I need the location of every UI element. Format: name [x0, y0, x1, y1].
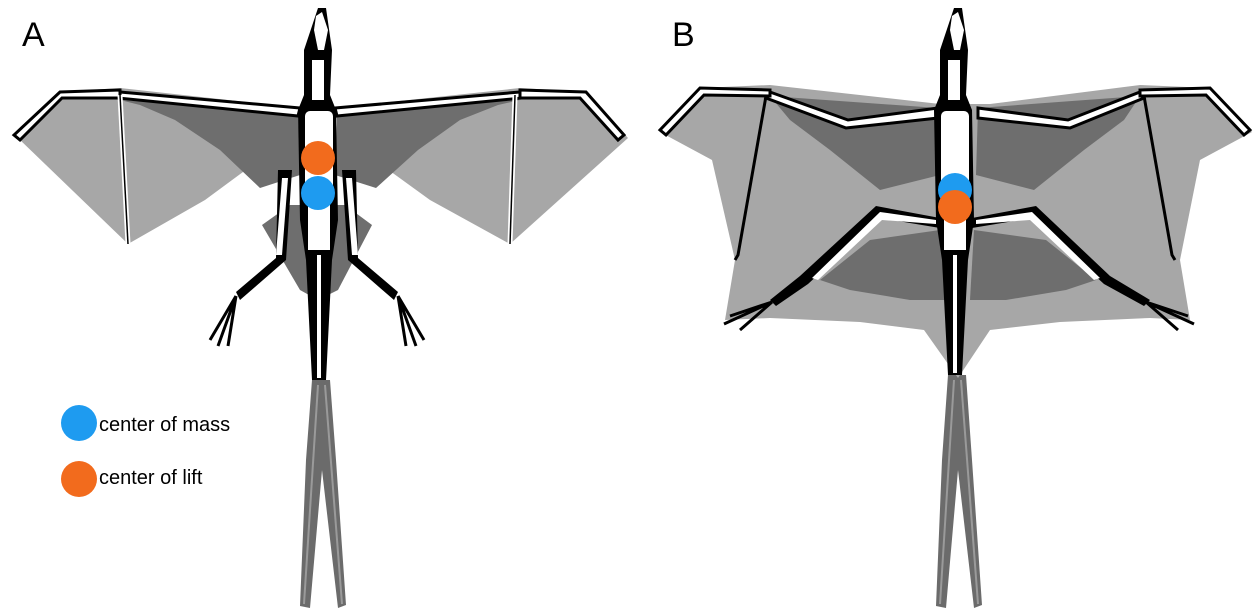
- panel-b: B: [660, 8, 1252, 608]
- panel-b-tail: [936, 375, 982, 608]
- panel-a-center-of-mass-marker: [301, 176, 335, 210]
- panel-a-center-of-lift-marker: [301, 141, 335, 175]
- legend: center of mass center of lift: [61, 405, 230, 497]
- legend-center-of-mass-label: center of mass: [99, 414, 230, 436]
- panel-b-label: B: [672, 16, 695, 54]
- panel-a: A: [14, 8, 628, 608]
- panel-a-tail: [300, 380, 346, 608]
- legend-center-of-lift-label: center of lift: [99, 467, 203, 489]
- legend-center-of-lift-swatch: [61, 461, 97, 497]
- panel-b-center-of-lift-marker: [938, 190, 972, 224]
- panel-a-label: A: [22, 16, 45, 54]
- legend-center-of-mass-swatch: [61, 405, 97, 441]
